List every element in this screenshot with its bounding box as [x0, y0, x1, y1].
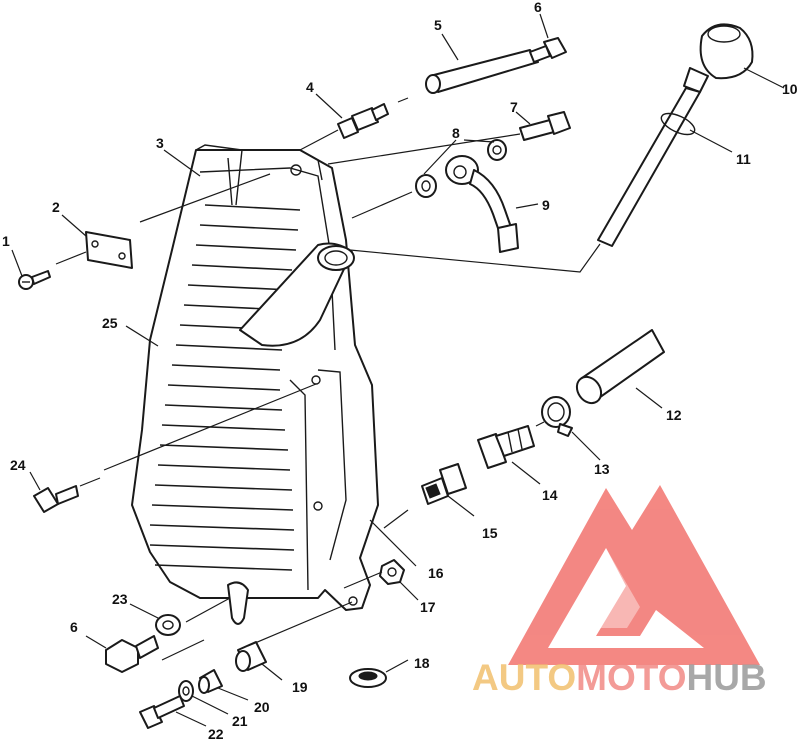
part-6-bolt-top: [529, 37, 567, 63]
callout-5: 5: [434, 17, 442, 33]
part-21-washer: [178, 680, 194, 702]
callout-16: 16: [428, 565, 444, 581]
callout-19: 19: [292, 679, 308, 695]
callout-4: 4: [306, 79, 314, 95]
watermark-text-auto: AUTO: [472, 657, 576, 698]
part-22-bolt: [139, 695, 185, 729]
watermark-wordmark: AUTOMOTOHUB: [472, 657, 767, 698]
part-2-bracket: [85, 231, 133, 269]
callout-1: 1: [2, 233, 10, 249]
callout-2: 2: [52, 199, 60, 215]
callout-9: 9: [542, 197, 550, 213]
part-6-bolt-bottom: [105, 635, 159, 673]
part-4-fitting: [337, 103, 389, 139]
watermark-text-moto: MOTO: [576, 657, 686, 698]
callout-6-bottom: 6: [70, 619, 78, 635]
part-20-bushing: [198, 669, 223, 694]
callout-24: 24: [10, 457, 26, 473]
part-14-barb-fitting: [477, 425, 535, 469]
callout-3: 3: [156, 135, 164, 151]
part-19-spacer: [235, 641, 267, 672]
part-18-grommet: [349, 668, 387, 688]
callout-22: 22: [208, 726, 224, 740]
part-12-hose: [575, 329, 665, 405]
callout-13: 13: [594, 461, 610, 477]
callout-8: 8: [452, 125, 460, 141]
callout-15: 15: [482, 525, 498, 541]
callout-12: 12: [666, 407, 682, 423]
part-9-banjo-hose: [445, 155, 519, 253]
callout-10: 10: [782, 81, 798, 97]
leader-lines: [11, 13, 785, 727]
callout-20: 20: [254, 699, 270, 715]
watermark-triangle-mark: [508, 485, 760, 665]
part-15-sensor: [421, 463, 467, 505]
callout-23: 23: [112, 591, 128, 607]
callout-17: 17: [420, 599, 436, 615]
reservoir-tank: [131, 144, 379, 625]
part-10-cap: [683, 23, 754, 93]
callout-21: 21: [232, 713, 248, 729]
part-1-screw: [18, 270, 51, 290]
callout-25: 25: [102, 315, 118, 331]
part-23-washer: [155, 614, 181, 636]
callout-7: 7: [510, 99, 518, 115]
part-17-nut: [379, 559, 405, 585]
part-11-dipstick: [597, 87, 701, 247]
svg-text:AUTOMOTOHUB: AUTOMOTOHUB: [472, 657, 767, 698]
callout-6-top: 6: [534, 0, 542, 15]
callout-14: 14: [542, 487, 558, 503]
callout-18: 18: [414, 655, 430, 671]
part-24-bolt: [33, 485, 79, 513]
part-7-bolt: [519, 111, 571, 141]
watermark-text-hub: HUB: [686, 657, 766, 698]
part-8-washers: [415, 139, 507, 198]
callout-11: 11: [736, 151, 751, 167]
part-5-tube: [425, 49, 539, 94]
watermark-logo: [508, 485, 760, 665]
part-13-clamp: [541, 396, 573, 437]
